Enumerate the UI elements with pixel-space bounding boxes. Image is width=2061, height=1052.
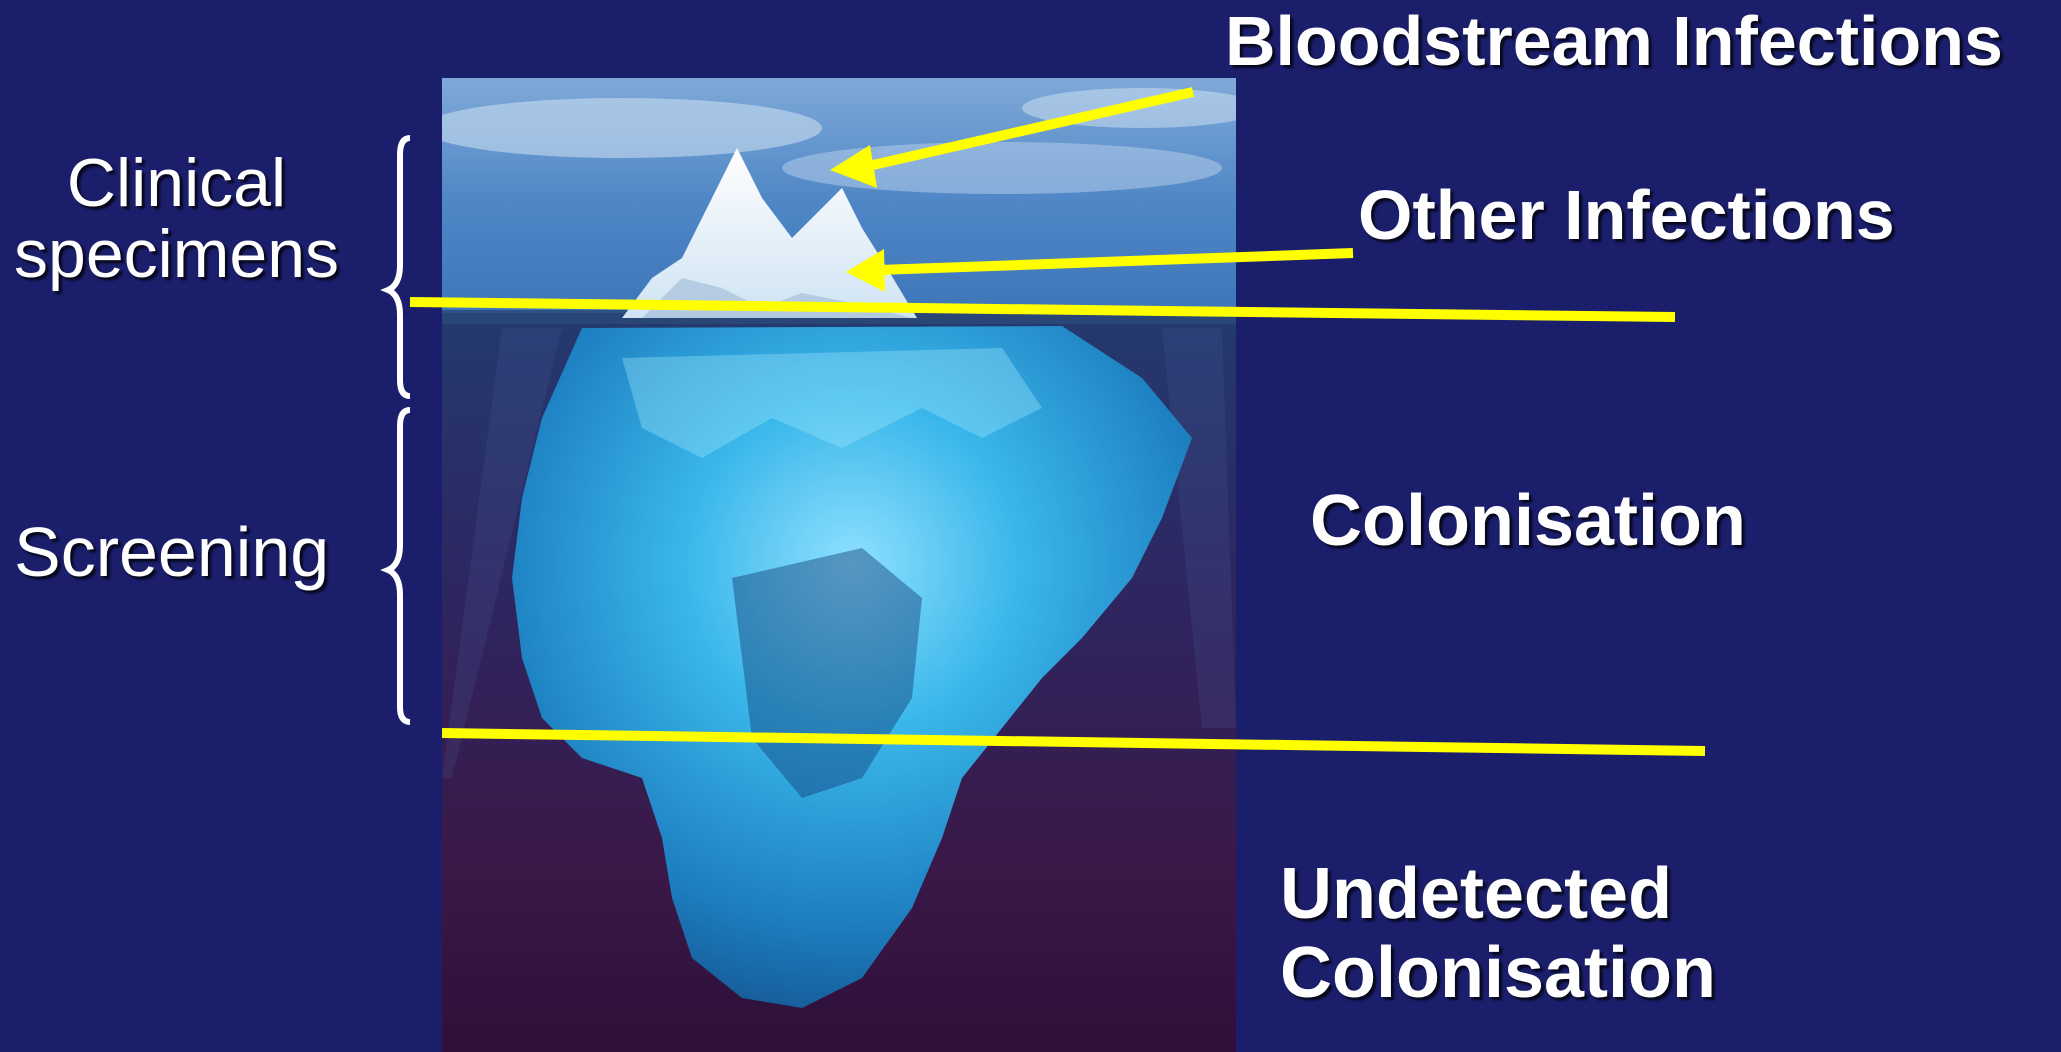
label-screening: Screening [14,517,329,587]
label-undetected-line2: Colonisation [1280,934,1716,1013]
label-bloodstream-infections: Bloodstream Infections [1225,6,2003,76]
label-undetected-line1: Undetected [1280,855,1716,934]
iceberg-image [442,78,1236,1052]
label-clinical-line1: Clinical [14,148,339,219]
brace-screening [388,410,410,722]
label-undetected-colonisation: Undetected Colonisation [1280,855,1716,1013]
cloud [782,142,1222,194]
label-clinical-line2: specimens [14,219,339,290]
label-clinical-specimens: Clinical specimens [14,148,339,291]
label-colonisation: Colonisation [1310,485,1746,557]
brace-clinical [388,138,410,396]
label-other-infections: Other Infections [1358,180,1895,250]
